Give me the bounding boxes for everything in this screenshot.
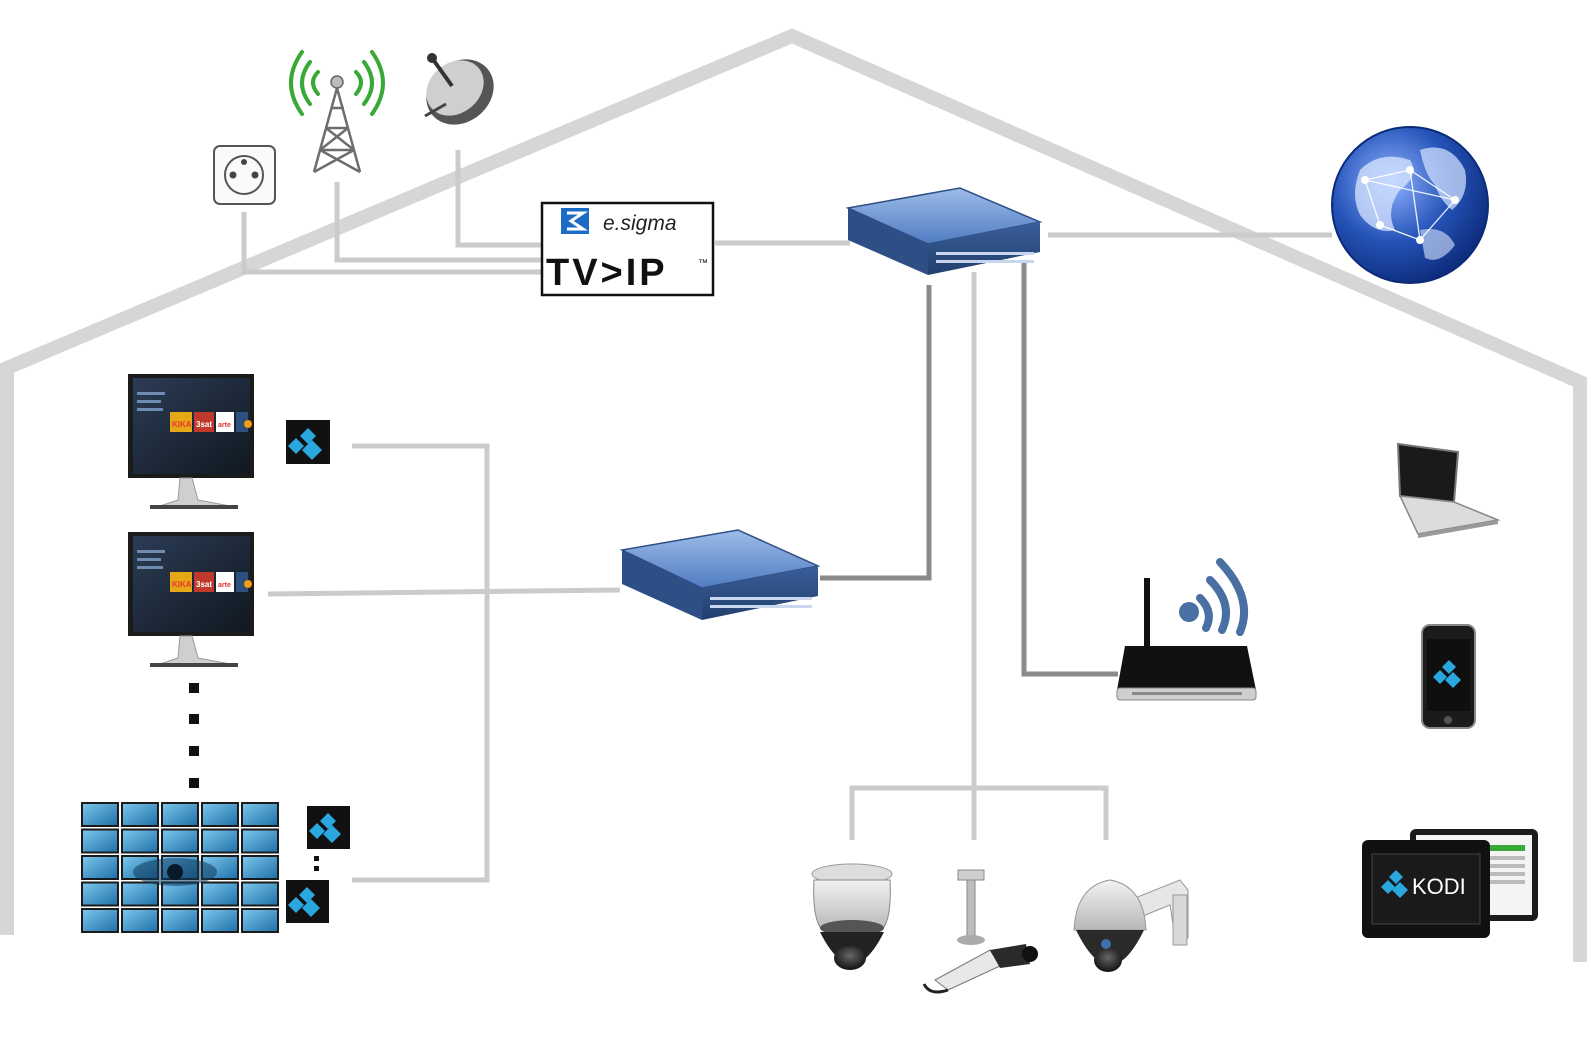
internet-globe-icon [1331,126,1489,284]
video-wall-tile [161,908,199,933]
screen-tile-3sat: 3sat [196,420,212,429]
smartphone-icon [1421,624,1476,729]
screen-tile-3sat: 3sat [196,580,212,589]
satellite-dish-icon [424,53,494,125]
network-switch-icon [619,529,821,620]
video-wall-tile [121,908,159,933]
tablet-kodi-label: KODI [1412,874,1466,899]
video-wall-tile [241,828,279,854]
esigma-text: e.sigma [603,212,677,235]
terrestrial-antenna-icon [289,50,385,174]
video-wall-tile [81,855,119,880]
tablet-icon: KODI [1362,840,1490,938]
house-outline [0,28,1587,962]
video-wall-tile [121,802,159,827]
video-wall-icon [81,802,279,933]
monitor-icon: KIKA 3sat arte [128,532,254,667]
tvip-text: TV>IP [546,252,668,294]
video-wall-tile [81,908,119,933]
video-wall-tile [201,908,239,933]
video-wall-tile [121,828,159,854]
video-wall-tile [241,881,279,907]
kodi-icon [286,880,329,923]
video-wall-tile [161,881,199,907]
screen-tile-arte: arte [218,582,231,589]
video-wall-tile [81,881,119,907]
continuation-dots [189,683,199,788]
screen-tile-kika: KIKA [172,420,192,429]
esigma-tvip-box: e.sigma TV>IP ™ [540,201,715,297]
screen-tile-kika: KIKA [172,580,192,589]
video-wall-tile [161,828,199,854]
video-wall-tile [201,802,239,827]
video-wall-tile [201,828,239,854]
kodi-icon [307,806,350,849]
kodi-icon [286,420,330,464]
cables-light [241,150,1332,883]
network-switch-icon [845,187,1043,275]
bullet-camera-icon [922,869,1038,994]
wifi-router-icon [1116,558,1257,701]
video-wall-tile [121,881,159,907]
continuation-dots-small [314,856,319,871]
screen-tile-arte: arte [218,422,231,429]
video-wall-tile [241,908,279,933]
trademark-text: ™ [698,258,708,269]
video-wall-tile [201,881,239,907]
dome-camera-icon [811,863,893,970]
video-wall-tile [241,802,279,827]
video-wall-tile [81,828,119,854]
monitor-icon: KIKA 3sat arte [128,374,254,509]
wall-socket-icon [213,145,276,205]
laptop-icon [1396,442,1501,538]
video-wall-tile [161,802,199,827]
video-wall-eye-pupil [167,864,183,880]
video-wall-tile [241,855,279,880]
ptz-camera-icon [1073,879,1189,972]
video-wall-tile [81,802,119,827]
cables-dark [820,262,1118,677]
